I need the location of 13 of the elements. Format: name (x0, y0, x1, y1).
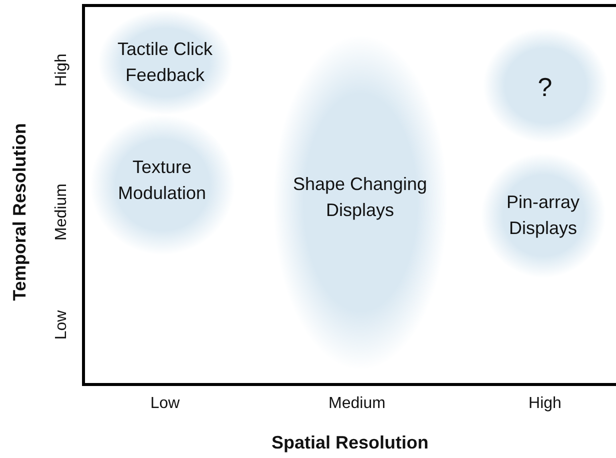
bubble-label: Pin-array Displays (505, 191, 581, 240)
bubble-label: Tactile Click Feedback (116, 38, 214, 87)
axis-tick-label: Medium (328, 395, 386, 413)
axis-tick-label: Low (150, 395, 180, 413)
bubble-label: Shape Changing Displays (292, 173, 428, 222)
axis-tick-label: Medium (53, 184, 71, 240)
bubble-label: ? (538, 74, 552, 100)
axis-tick-label: Low (53, 310, 71, 340)
axis-tick-label: High (53, 54, 71, 86)
axis-title: Temporal Resolution (10, 123, 30, 301)
axis-title: Spatial Resolution (271, 432, 429, 454)
bubble-label: Texture Modulation (116, 156, 208, 205)
axis-tick-label: High (528, 395, 562, 413)
